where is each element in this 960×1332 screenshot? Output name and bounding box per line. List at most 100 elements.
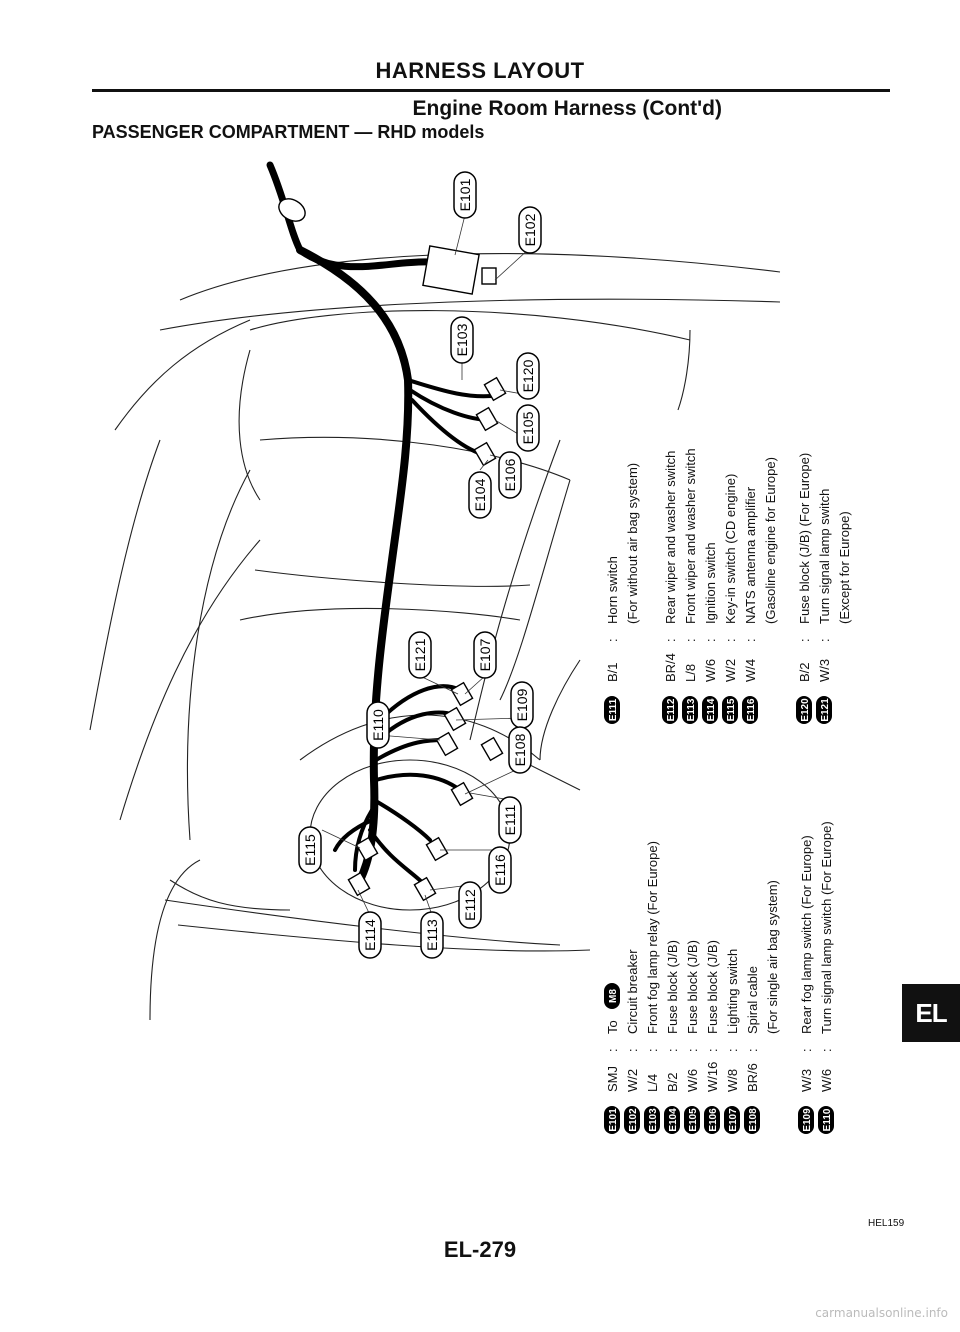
title-rule	[92, 89, 890, 92]
legend-entry-e101: E101 SMJ: To M8	[604, 983, 620, 1134]
legend-separator: :	[683, 638, 698, 642]
connector-bubble-e121: E121	[408, 631, 432, 679]
connector-bubble-label: E108	[512, 733, 528, 766]
connector-bubble-e114: E114	[358, 911, 382, 959]
connector-bubble-e103: E103	[450, 316, 474, 364]
legend-entry-e112: E112 BR/4: Rear wiper and washer switch	[662, 451, 678, 724]
legend-id: E106	[708, 1108, 719, 1132]
connector-bubble-label: E120	[520, 359, 536, 392]
legend-code: W/2	[723, 659, 738, 682]
connector-bubble-e105: E105	[516, 404, 540, 452]
connector-bubble-label: E103	[454, 323, 470, 356]
legend-code: W/16	[705, 1062, 720, 1092]
connector-bubble-label: E101	[457, 178, 473, 211]
connector-bubble-label: E104	[472, 478, 488, 511]
legend-separator: :	[725, 1048, 740, 1052]
legend-code: B/2	[665, 1072, 680, 1092]
connector-bubble-e108: E108	[508, 726, 532, 774]
legend-id: E120	[800, 698, 811, 722]
connector-bubble-label: E102	[522, 213, 538, 246]
legend-separator: :	[625, 1048, 640, 1052]
legend-description: (For without air bag system)	[625, 463, 640, 624]
legend-id: E102	[628, 1108, 639, 1132]
connector-bubble-e102: E102	[518, 206, 542, 254]
connector-bubble-e104: E104	[468, 471, 492, 519]
legend-description: (Gasoline engine for Europe)	[763, 457, 778, 624]
page-title: HARNESS LAYOUT	[375, 58, 585, 83]
legend-id: E115	[726, 698, 737, 721]
legend-description: Fuse block (J/B)	[665, 940, 680, 1034]
connector-bubble-label: E110	[370, 709, 386, 741]
legend-description: Circuit breaker	[625, 949, 640, 1034]
connector-bubble-label: E105	[520, 411, 536, 444]
legend-code: W/4	[743, 659, 758, 682]
legend-separator: :	[685, 1048, 700, 1052]
legend-code: BR/6	[745, 1063, 760, 1092]
legend-code: B/1	[605, 662, 620, 682]
connector-bubble-e110: E110	[366, 701, 390, 749]
legend-id: E105	[688, 1108, 699, 1132]
legend-separator: :	[605, 638, 620, 642]
connector-bubble-label: E112	[462, 889, 478, 921]
source-footer: carmanualsonline.info	[815, 1306, 948, 1320]
legend-separator: :	[665, 1048, 680, 1052]
legend-separator: :	[817, 638, 832, 642]
legend-code: SMJ	[605, 1066, 620, 1092]
connector-bubble-e107: E107	[473, 631, 497, 679]
legend-description: Fuse block (J/B)	[685, 940, 700, 1034]
legend-description: To	[605, 1020, 620, 1034]
legend-description: Rear wiper and washer switch	[663, 451, 678, 624]
legend-id: E116	[746, 698, 757, 721]
connector-bubble-e120: E120	[516, 352, 540, 400]
legend-description: Turn signal lamp switch (For Europe)	[819, 821, 834, 1034]
legend-separator: :	[723, 638, 738, 642]
legend-id: E112	[666, 698, 677, 721]
legend-code: W/3	[817, 659, 832, 682]
legend-separator: :	[663, 638, 678, 642]
legend-code: W/6	[685, 1069, 700, 1092]
connector-bubble-label: E106	[502, 458, 518, 491]
connector-bubble-label: E116	[492, 854, 508, 886]
legend-separator: :	[819, 1048, 834, 1052]
connector-bubble-e115: E115	[298, 826, 322, 874]
legend-id: E111	[608, 698, 619, 721]
legend-separator: :	[797, 638, 812, 642]
legend-code: BR/4	[663, 653, 678, 682]
legend-entry-e104: E104 B/2: Fuse block (J/B)	[664, 940, 680, 1134]
legend-id: E107	[728, 1108, 739, 1132]
section-heading: PASSENGER COMPARTMENT — RHD models	[92, 122, 485, 142]
legend-ref-badge: M8	[604, 983, 620, 1009]
legend-description: Rear fog lamp switch (For Europe)	[799, 835, 814, 1034]
connector-bubble-e101: E101	[453, 171, 477, 219]
legend-separator: :	[605, 1048, 620, 1052]
connector-bubble-label: E115	[302, 834, 318, 866]
svg-text:M8: M8	[608, 989, 619, 1003]
legend-id: E101	[608, 1108, 619, 1132]
legend-code: W/8	[725, 1069, 740, 1092]
section-tab: EL	[902, 984, 960, 1042]
legend-separator: :	[645, 1048, 660, 1052]
legend-description: Fuse block (J/B) (For Europe)	[797, 453, 812, 624]
legend-description: Fuse block (J/B)	[705, 940, 720, 1034]
connector-bubble-label: E114	[362, 919, 378, 951]
legend-id: E104	[668, 1108, 679, 1132]
legend-id: E114	[706, 698, 717, 721]
legend-entry-e107: E107 W/8: Lighting switch	[724, 949, 740, 1134]
legend-id: E108	[748, 1108, 759, 1132]
connectors	[278, 198, 507, 902]
connector-bubble-label: E109	[514, 688, 530, 721]
legend-description: Key-in switch (CD engine)	[723, 474, 738, 624]
legend-code: W/3	[799, 1069, 814, 1092]
legend-description: Lighting switch	[725, 949, 740, 1034]
legend-code: L/4	[645, 1074, 660, 1092]
